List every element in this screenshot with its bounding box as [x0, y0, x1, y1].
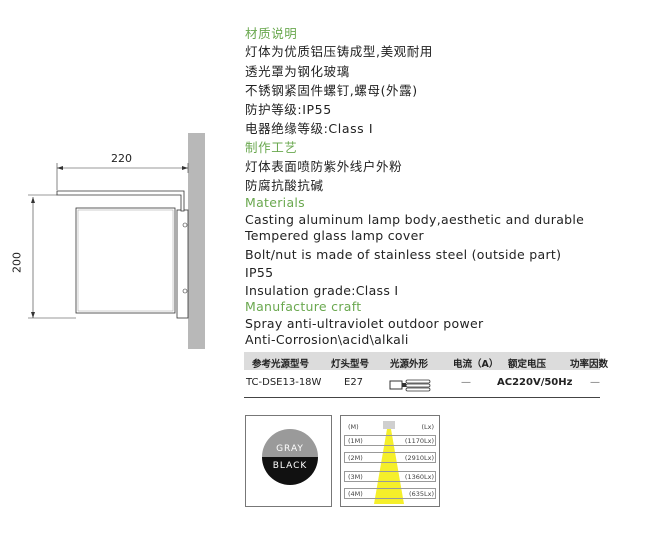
spec-header-current: 电流（A）	[453, 359, 499, 370]
light-chart-frame	[340, 415, 440, 507]
materials-cn-line: 电器绝缘等级:Class Ⅰ	[245, 121, 374, 136]
spec-value-voltage: AC220V/50Hz	[497, 377, 573, 388]
craft-en-line: Spray anti-ultraviolet outdoor power	[245, 316, 484, 331]
craft-cn-line: 灯体表面喷防紫外线户外粉	[245, 159, 403, 174]
materials-cn-line: 灯体为优质铝压铸成型,美观耐用	[245, 44, 433, 59]
spec-value-base: E27	[344, 377, 364, 388]
light-beam	[374, 421, 404, 504]
light-level-row	[344, 488, 436, 499]
materials-cn-line: 透光罩为钢化玻璃	[245, 64, 350, 79]
gray-label: GRAY	[276, 444, 304, 454]
spec-value-model: TC-DSE13-18W	[246, 377, 322, 388]
materials-en-heading: Materials	[245, 195, 305, 210]
light-source-shape-icon	[389, 379, 431, 392]
lamp-cover-inner	[77, 209, 174, 312]
spec-value-current: —	[461, 377, 471, 388]
height-dimension-label: 200	[10, 252, 24, 273]
materials-cn-line: 不锈钢紧固件螺钉,螺母(外露)	[245, 83, 418, 98]
materials-en-line: Bolt/nut is made of stainless steel (out…	[245, 247, 562, 262]
spec-header-base: 灯头型号	[331, 359, 370, 370]
materials-en-line: Casting aluminum lamp body,aesthetic and…	[245, 212, 585, 227]
materials-en-line: IP55	[245, 265, 274, 280]
light-level-lux: (635Lx)	[409, 490, 434, 498]
materials-cn-heading: 材质说明	[245, 26, 298, 41]
light-level-row	[344, 435, 436, 446]
craft-en-heading: Manufacture craft	[245, 299, 362, 314]
craft-cn-line: 防腐抗酸抗碱	[245, 178, 324, 193]
craft-en-line: Anti-Corrosion\acid\alkali	[245, 332, 409, 347]
black-label: BLACK	[272, 461, 308, 471]
spec-header-shape: 光源外形	[390, 359, 429, 370]
spec-table-header-bg	[244, 352, 600, 370]
light-level-distance: (1M)	[348, 437, 363, 445]
materials-cn-line: 防护等级:IP55	[245, 102, 332, 117]
screw-top	[182, 222, 188, 228]
light-level-row	[344, 471, 436, 482]
spec-value-power-factor: —	[590, 377, 600, 388]
spec-header-power-factor: 功率因数	[570, 359, 609, 370]
lamp-technical-drawing	[28, 133, 205, 349]
wall	[188, 133, 205, 349]
light-level-lux: (2910Lx)	[404, 454, 434, 462]
lamp-body	[75, 207, 176, 314]
color-swatch: GRAY BLACK	[262, 429, 318, 485]
materials-en-line: Insulation grade:Class I	[245, 283, 399, 298]
light-level-lux: (1170Lx)	[404, 437, 434, 445]
light-level-distance: (2M)	[348, 454, 363, 462]
light-level-distance: (4M)	[348, 490, 363, 498]
light-level-distance: (3M)	[348, 473, 363, 481]
screw-bottom	[182, 288, 188, 294]
light-level-row	[344, 452, 436, 463]
width-dimension-label: 220	[111, 152, 132, 165]
color-badge-frame	[245, 415, 332, 507]
spec-header-voltage: 额定电压	[508, 359, 547, 370]
light-chart-unit-lx: (Lx)	[421, 423, 434, 431]
spec-table-bottom-rule	[244, 397, 600, 398]
craft-cn-heading: 制作工艺	[245, 140, 298, 155]
light-level-lux: (1360Lx)	[404, 473, 434, 481]
spec-header-model: 参考光源型号	[252, 359, 310, 370]
light-chart-unit-m: (M)	[348, 423, 359, 431]
materials-en-line: Tempered glass lamp cover	[245, 228, 424, 243]
